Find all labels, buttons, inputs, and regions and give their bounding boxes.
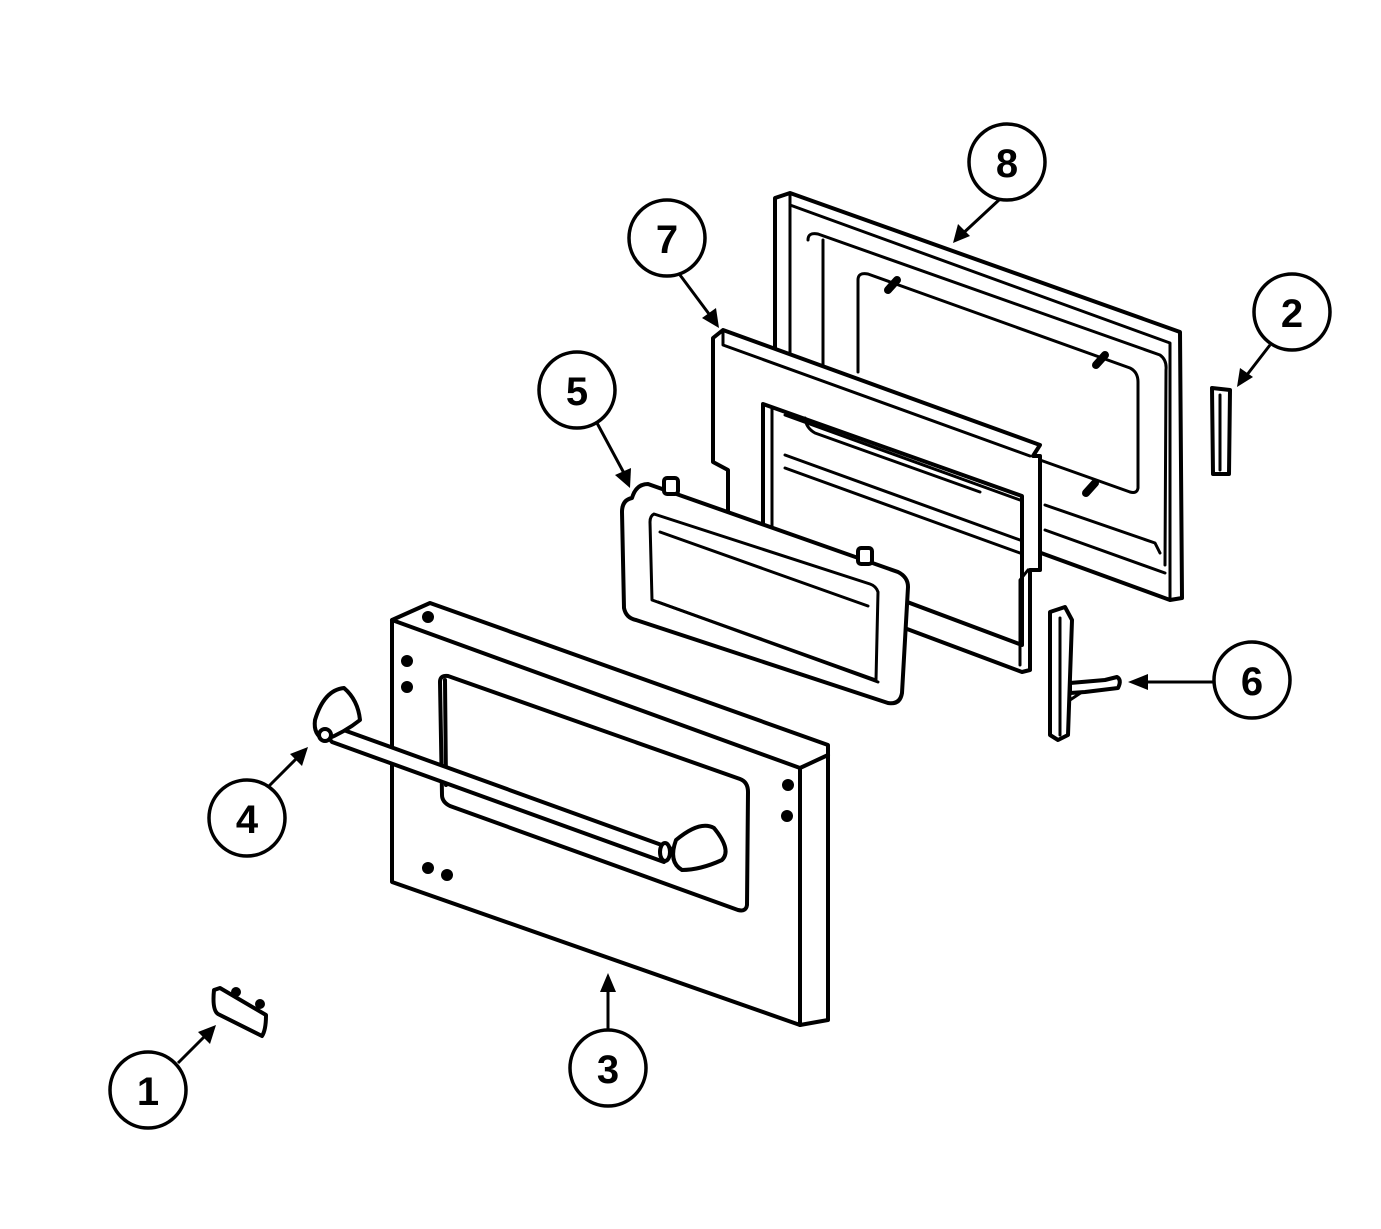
callout-8-label: 8 — [996, 142, 1018, 186]
callout-2-label: 2 — [1281, 292, 1303, 336]
callout-8[interactable]: 8 — [967, 122, 1047, 202]
part-8-inner-door-frame — [773, 191, 1184, 602]
callout-5[interactable]: 5 — [537, 350, 617, 430]
screw-icon — [884, 276, 1109, 497]
callout-3[interactable]: 3 — [568, 1028, 648, 1108]
callout-4-label: 4 — [236, 798, 259, 842]
callout-5-label: 5 — [566, 370, 588, 414]
part-6-door-hinge — [1048, 605, 1122, 742]
callout-1-label: 1 — [137, 1070, 159, 1114]
part-5-window-glass-frame — [620, 476, 910, 706]
screw-hole-icon — [401, 611, 794, 881]
part-3-outer-door-panel — [390, 601, 830, 1027]
part-1-small-clip-bracket — [211, 986, 268, 1038]
leader-arrows — [176, 197, 1272, 1065]
part-4-door-handle — [312, 686, 728, 872]
clip-icon — [662, 476, 874, 566]
callout-1[interactable]: 1 — [108, 1050, 188, 1130]
callout-7[interactable]: 7 — [627, 198, 707, 278]
part-2-side-trim-strip — [1210, 386, 1232, 476]
callout-6-label: 6 — [1241, 660, 1263, 704]
callout-3-label: 3 — [597, 1048, 619, 1092]
callout-2[interactable]: 2 — [1252, 272, 1332, 352]
callout-7-label: 7 — [656, 218, 678, 262]
callout-4[interactable]: 4 — [207, 778, 287, 858]
callout-6[interactable]: 6 — [1212, 640, 1292, 720]
